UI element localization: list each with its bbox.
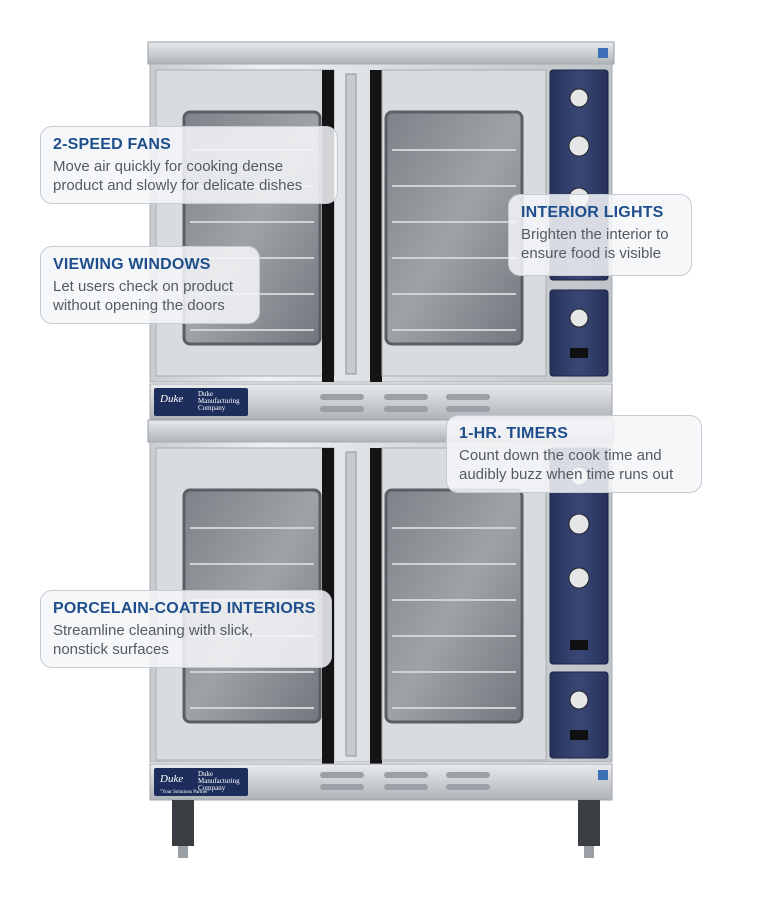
badge-tagline: "Your Solutions Partner" (160, 790, 210, 795)
callout-text: Let users check on product (53, 278, 234, 295)
callout-text: Move air quickly for cooking dense (53, 158, 284, 175)
callout-text: product and slowly for delicate dishes (53, 177, 303, 194)
callout-title: 1-HR. TIMERS (459, 425, 569, 442)
duke-badge-top: Duke Duke Manufacturing Company (154, 388, 248, 416)
company-line: Manufacturing (198, 777, 240, 785)
callout-interior-lights: INTERIOR LIGHTS Brighten the interior to… (508, 194, 692, 276)
duke-logo: Duke (160, 393, 184, 405)
company-line: Company (198, 784, 226, 792)
callout-text: Count down the cook time and (459, 447, 662, 464)
callout-2-speed-fans: 2-SPEED FANS Move air quickly for cookin… (40, 126, 338, 204)
duke-badge-bottom: Duke Duke Manufacturing Company "Your So… (154, 768, 248, 796)
bottom-oven (147, 419, 615, 858)
callout-title: VIEWING WINDOWS (53, 256, 211, 273)
callout-title: 2-SPEED FANS (53, 136, 171, 153)
callout-text: nonstick surfaces (53, 641, 169, 658)
company-line: Company (198, 404, 226, 412)
callout-text: Streamline cleaning with slick, (53, 622, 254, 639)
callout-viewing-windows: VIEWING WINDOWS Let users check on produ… (40, 246, 260, 324)
company-line: Duke (198, 770, 214, 778)
callout-text: Brighten the interior to (521, 226, 669, 243)
callout-text: ensure food is visible (521, 245, 662, 262)
callout-text: audibly buzz when time runs out (459, 466, 674, 483)
callout-porcelain-coated-interiors: PORCELAIN-COATED INTERIORS Streamline cl… (40, 590, 332, 668)
company-line: Duke (198, 390, 214, 398)
callout-title: INTERIOR LIGHTS (521, 204, 664, 221)
callout-1-hr-timers: 1-HR. TIMERS Count down the cook time an… (446, 415, 702, 493)
callout-text: without opening the doors (53, 297, 225, 314)
company-line: Manufacturing (198, 397, 240, 405)
callout-title: PORCELAIN-COATED INTERIORS (53, 600, 316, 617)
duke-logo: Duke (160, 773, 184, 785)
